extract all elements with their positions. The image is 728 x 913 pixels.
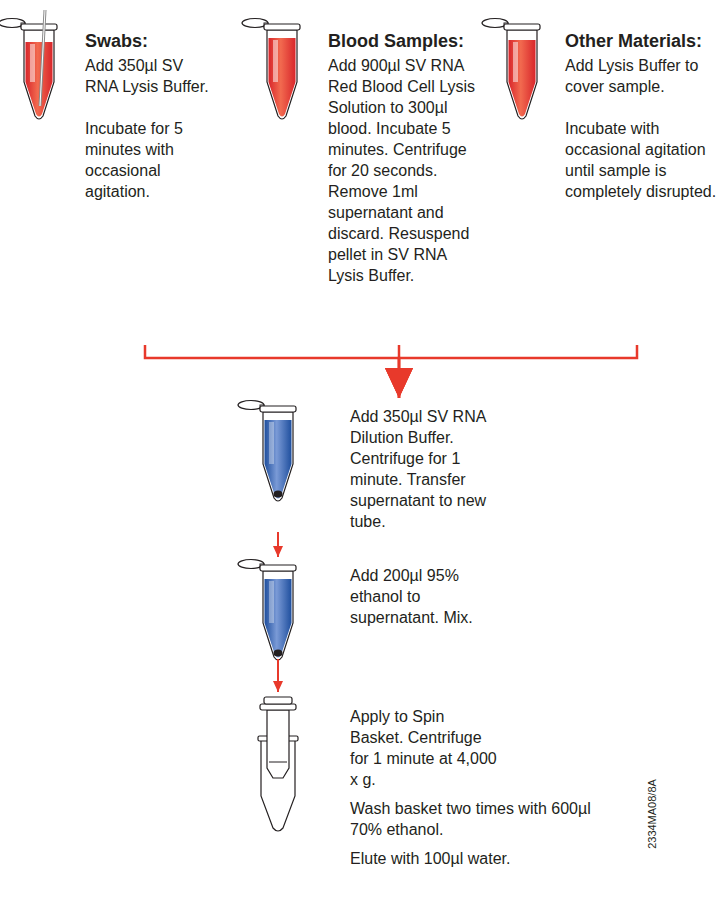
step-text: Wash basket two times with 600µl 70% eth… [350,798,595,840]
highlight [273,40,278,82]
highlight [269,581,274,623]
step-arrow [277,532,279,557]
process-step: Add 350µl SV RNA Dilution Buffer. Centri… [255,398,500,532]
step-text: Add 200µl 95% ethanol to supernatant. Mi… [350,565,500,628]
step-text: Add Lysis Buffer to cover sample. [565,55,717,97]
swab-tube [0,10,57,119]
column-heading: Other Materials: [565,30,717,52]
tube-outline [482,19,540,120]
tube-outline [242,19,300,120]
merge-bracket-arrow [145,345,399,398]
sample-column: Blood Samples: Add 900µl SV RNA Red Blood… [258,8,478,345]
material-tube [482,19,540,120]
step-text: Elute with 100µl water. [350,848,595,869]
column-heading: Blood Samples: [328,30,478,52]
sample-column: Swabs: Add 350µl SV RNA Lysis Buffer. Incu… [15,8,220,345]
step-text: Add 350µl SV RNA Lysis Buffer. [85,55,220,97]
swab-stick [40,10,45,106]
process-step: Apply to Spin Basket. Centrifuge for 1 m… [255,692,595,869]
highlight [269,422,274,464]
tube-outline [238,401,296,502]
spin-basket [258,697,298,831]
merge-bracket-arrow [399,345,637,398]
tube-outline [238,560,296,661]
blood-tube [242,19,300,120]
red-liquid [509,40,536,117]
pellet [274,650,283,657]
dilution-tube [238,401,296,502]
basket-body [267,710,289,778]
step-text: Incubate for 5 minutes with occasional a… [85,118,220,202]
ethanol-tube [238,560,296,661]
step-text: Add 900µl SV RNA Red Blood Cell Lysis So… [328,55,478,286]
step-text: Incubate with occasional agitation until… [565,118,717,202]
basket-membrane [269,762,287,763]
step-arrow [277,659,279,692]
swab-stick-shine [40,10,45,106]
figure-code: 2334MA08/8A [646,779,659,849]
tube-outline [0,19,57,120]
highlight [513,42,518,82]
basket-rim [260,704,296,710]
column-heading: Swabs: [85,30,220,52]
red-liquid [269,38,296,117]
sample-column: Other Materials: Add Lysis Buffer to cove… [498,8,717,345]
basket-cap [264,697,292,704]
process-step: Add 200µl 95% ethanol to supernatant. Mi… [255,557,500,659]
blue-liquid [265,420,292,499]
blue-liquid [265,579,292,658]
highlight [30,44,35,82]
step-text: Apply to Spin Basket. Centrifuge for 1 m… [350,706,500,790]
step-text: Add 350µl SV RNA Dilution Buffer. Centri… [350,406,500,532]
pellet [274,491,283,498]
